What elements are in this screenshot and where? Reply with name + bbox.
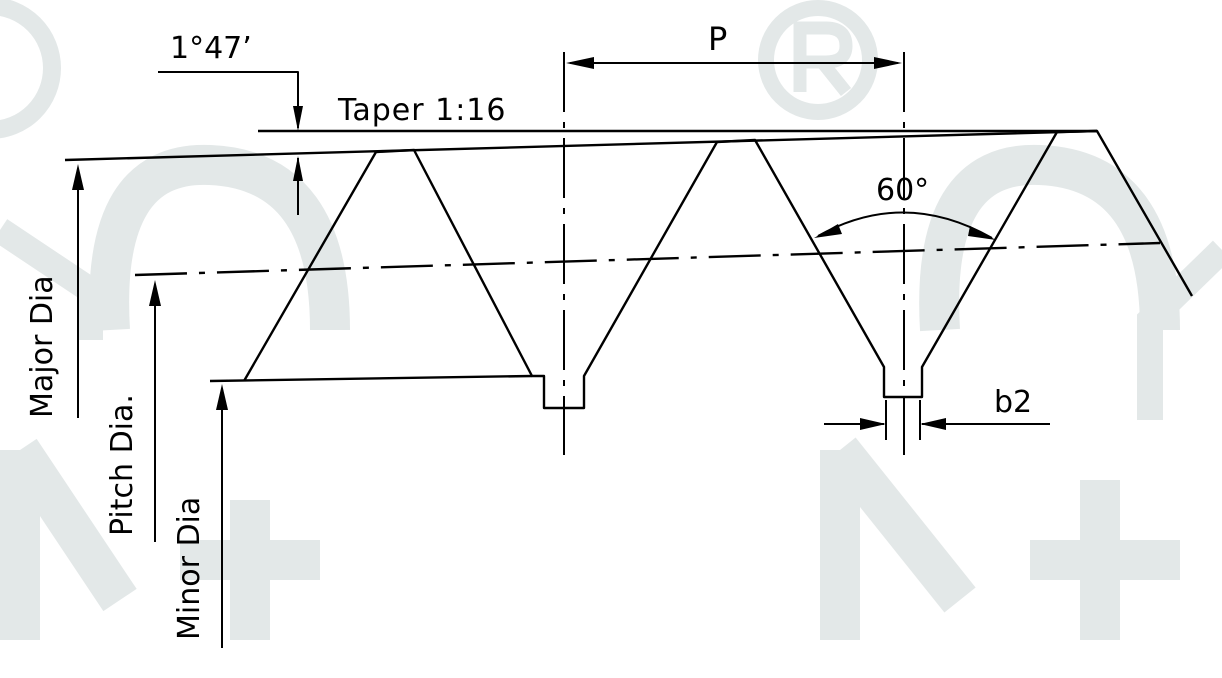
watermark-hook-right [820, 144, 1222, 640]
thread-angle-arrow-right [968, 226, 996, 240]
b2-label: b2 [994, 385, 1032, 420]
minor-diameter-line [209, 374, 533, 383]
taper-label: Taper 1:16 [337, 93, 506, 128]
major-dia-label: Major Dia [25, 275, 60, 418]
watermark [0, 0, 1222, 640]
taper-angle-leader [158, 71, 299, 128]
taper-angle-arrow-up [293, 156, 303, 181]
thread-angle-arrow-left [814, 224, 842, 238]
pitch-dia-label: Pitch Dia. [105, 394, 140, 536]
taper-angle-label: 1°47’ [170, 31, 252, 66]
minor-dia-arrow-head [216, 384, 228, 410]
drawing [64, 52, 1194, 648]
thread-profile [242, 129, 1194, 410]
watermark-registered-mark-right [758, 0, 878, 120]
watermark-registered-mark-left [0, 0, 61, 139]
pitch-label: P [708, 20, 727, 58]
pitch-arrow-left [566, 57, 594, 69]
major-dia-arrow-head [72, 164, 84, 190]
thread-angle-label: 60° [876, 173, 929, 208]
pitch-dia-arrow-head [149, 280, 161, 306]
watermark-hook-left [0, 144, 350, 640]
pitch-line [134, 241, 1161, 277]
major-diameter-line [64, 129, 1098, 162]
b2-arrow-right [920, 418, 946, 430]
b2-arrow-left [860, 418, 886, 430]
pitch-arrow-right [874, 57, 902, 69]
taper-angle-arrow-down [293, 106, 303, 131]
minor-dia-label: Minor Dia [172, 497, 207, 640]
